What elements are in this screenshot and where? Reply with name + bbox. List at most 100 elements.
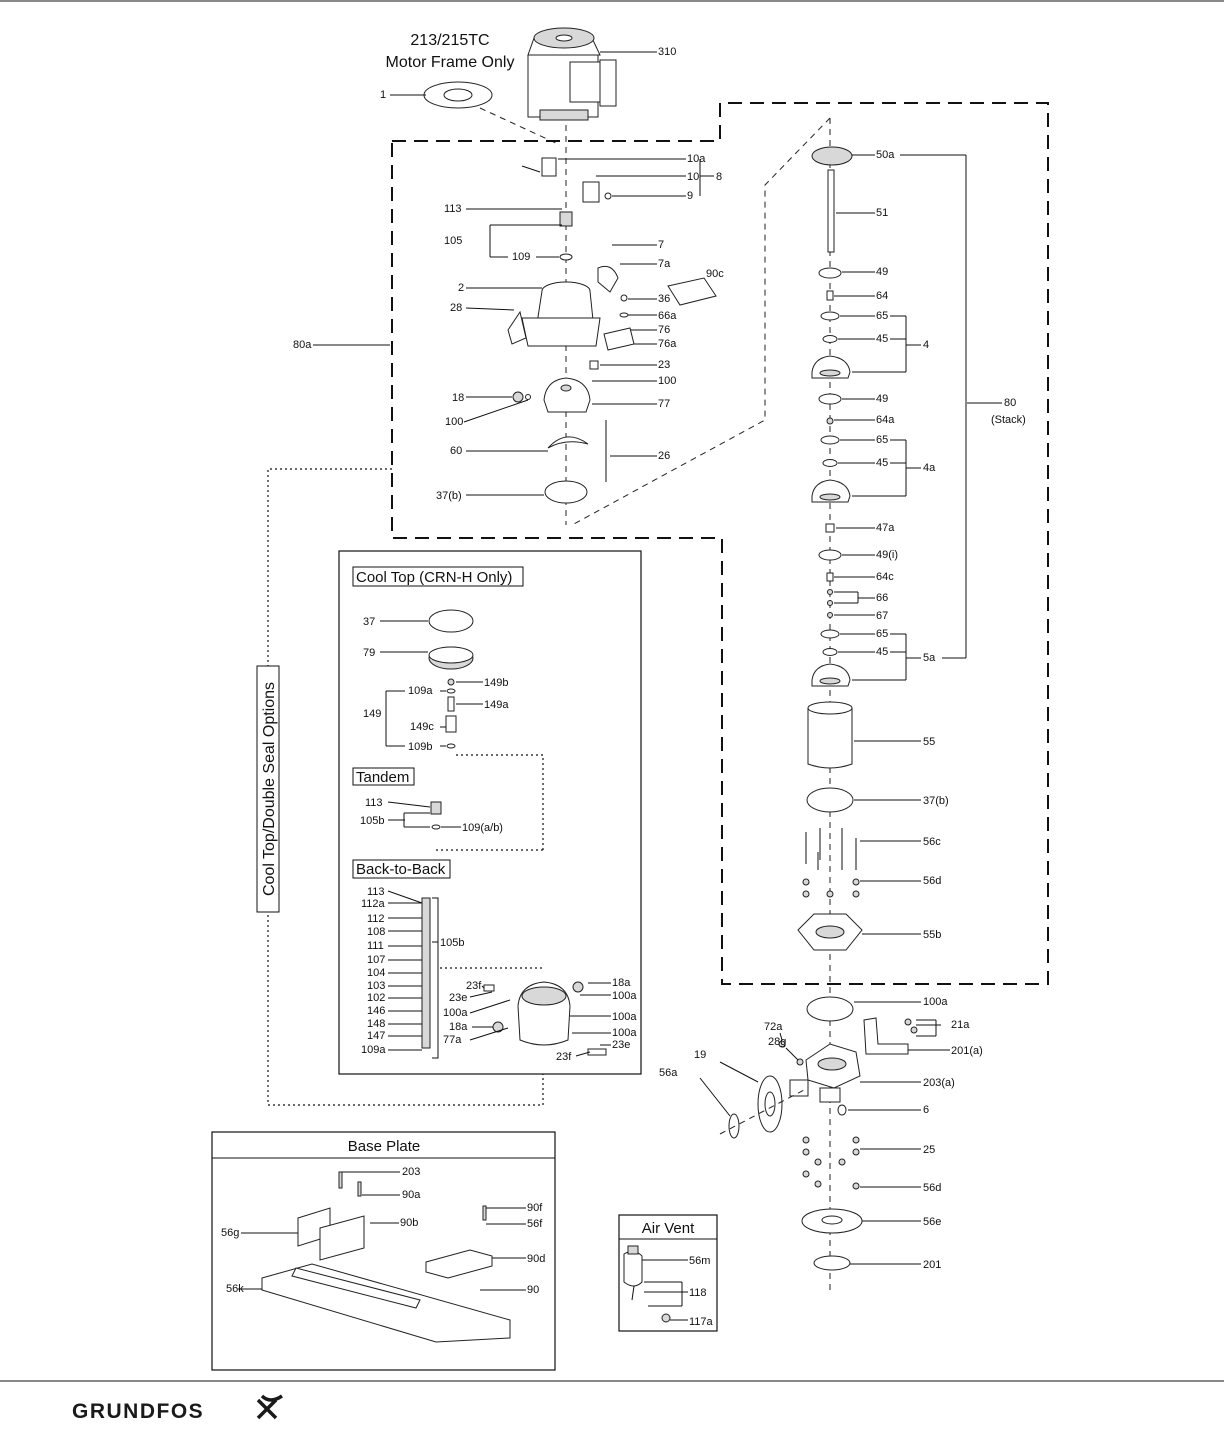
callout-label: 56d	[923, 1182, 941, 1194]
callout-label: 90c	[706, 268, 724, 280]
washer-66a	[619, 312, 629, 318]
callout-label: 64a	[876, 414, 895, 426]
nut-67	[827, 612, 833, 618]
leader-line	[785, 1047, 799, 1061]
options-side-label-box	[256, 665, 280, 913]
callout-label: 23e	[449, 992, 467, 1004]
callout-label: 112a	[361, 898, 386, 910]
callout-label: 66a	[658, 310, 677, 322]
callout-label: 72a	[764, 1021, 783, 1033]
impeller-49i	[818, 549, 842, 561]
nut-56d-b1	[802, 1136, 810, 1144]
callout-label: 100a	[612, 990, 637, 1002]
callout-label: 100	[445, 416, 463, 428]
gasket-203	[813, 1255, 851, 1271]
ring-65-b	[820, 435, 840, 445]
callout-label: 100	[658, 375, 676, 387]
group-bracket	[385, 690, 405, 747]
upper-parts	[507, 157, 717, 504]
block-56k	[425, 1249, 493, 1279]
callout-label: 65	[876, 434, 888, 446]
group-bracket	[852, 439, 907, 497]
callout-label: 113	[444, 203, 462, 215]
cover-79-top	[428, 646, 474, 664]
callout-label: 45	[876, 457, 888, 469]
callout-label: 203(a)	[923, 1077, 955, 1089]
callout-label: 5a	[923, 652, 936, 664]
seal-105	[559, 211, 573, 227]
plug-18	[512, 391, 524, 403]
seal-149c	[445, 715, 457, 733]
callout-label: 10	[687, 171, 699, 183]
options-side-label-text: Cool Top/Double Seal Options	[261, 682, 278, 896]
chamber-77a-top	[521, 986, 567, 1006]
motor-note-line1: 213/215TC	[410, 32, 489, 49]
nut-56d-b3	[802, 1148, 810, 1156]
plug-23	[589, 360, 599, 370]
leader-line	[469, 991, 493, 998]
callout-label: 149b	[484, 677, 508, 689]
callout-label: 8	[716, 171, 722, 183]
leader-line	[719, 1061, 759, 1083]
bracket-90c	[667, 277, 717, 306]
callout-label: 65	[876, 310, 888, 322]
base-plate-rail	[291, 1267, 421, 1309]
callout-label: 56a	[659, 1067, 678, 1079]
callout-label: 65	[876, 628, 888, 640]
callout-label: 1	[380, 89, 386, 101]
callout-label: 56k	[226, 1283, 244, 1295]
callout-label: 77a	[443, 1034, 462, 1046]
callout-label: 201(a)	[951, 1045, 983, 1057]
group-bracket	[699, 159, 714, 196]
motor-fan-center	[555, 34, 573, 42]
callout-label: 76a	[658, 338, 677, 350]
callout-label: 18	[452, 392, 464, 404]
callout-label: 100a	[612, 1011, 637, 1023]
callout-label: 67	[876, 610, 888, 622]
group-80a-boundary	[391, 102, 1049, 985]
callout-label: 113	[367, 886, 385, 898]
ring-45-a	[822, 335, 838, 343]
callout-label: 109b	[408, 741, 432, 753]
callout-label: 47a	[876, 522, 895, 534]
callout-label: 55	[923, 736, 935, 748]
chamber-4-eye	[819, 369, 841, 377]
chamber-77-port	[560, 384, 572, 392]
callout-label: 18a	[449, 1021, 468, 1033]
callout-label: 79	[363, 647, 375, 659]
callout-label: 109a	[361, 1044, 386, 1056]
coupling-half-10	[582, 181, 600, 203]
callout-label: 310	[658, 46, 676, 58]
pump-head-handle-28	[507, 310, 527, 345]
callout-label: 80a	[293, 339, 312, 351]
o-ring-37b-upper	[544, 480, 588, 504]
callout-label: 45	[876, 646, 888, 658]
group-bracket	[900, 154, 967, 659]
callout-label: 4a	[923, 462, 936, 474]
callout-label: 117a	[689, 1316, 714, 1328]
callout-label: 56m	[689, 1255, 710, 1267]
nut-56d-b5	[814, 1158, 822, 1166]
callout-label: 18a	[612, 977, 631, 989]
top-flange-55b-bore	[815, 925, 845, 939]
base-bolt-56f	[482, 1205, 487, 1221]
callout-label: 37(b)	[923, 795, 949, 807]
callout-label: 56e	[923, 1216, 941, 1228]
callout-label: 108	[367, 926, 385, 938]
group-bracket	[852, 633, 907, 681]
leader-line	[575, 1051, 591, 1057]
nut-56d-3	[802, 890, 810, 898]
b2b-18a-top	[572, 981, 584, 993]
callout-label: 111	[367, 940, 384, 952]
callout-label: 26	[658, 450, 670, 462]
shaft-51	[827, 169, 835, 253]
callout-label: 23f	[556, 1051, 572, 1063]
base-6-bore	[817, 1057, 847, 1071]
leader-line	[481, 985, 485, 989]
callout-label: 51	[876, 207, 888, 219]
sleeve-64c	[826, 572, 834, 582]
callout-label: 60	[450, 445, 462, 457]
callout-label: 55b	[923, 929, 941, 941]
callout-label: 64c	[876, 571, 894, 583]
callout-label: 77	[658, 398, 670, 410]
